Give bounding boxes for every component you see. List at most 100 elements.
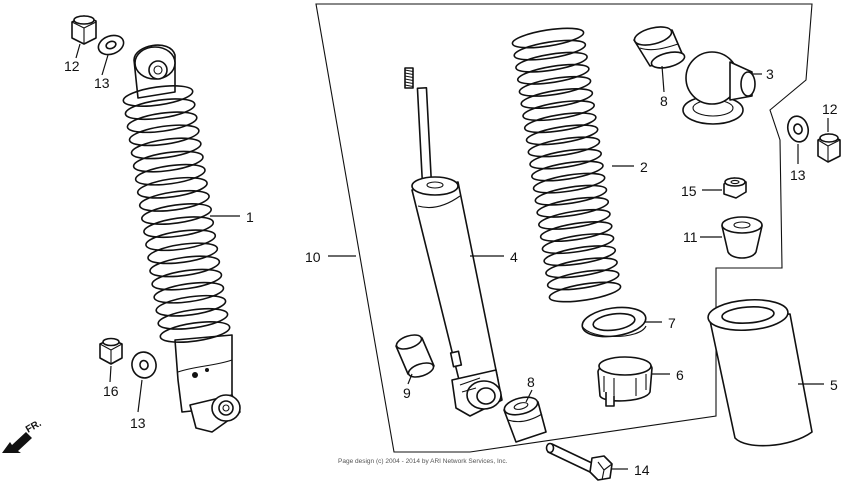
- leader-13-bottom-left: [137, 379, 143, 413]
- coil-turn: [522, 100, 595, 122]
- coil-turn: [531, 160, 604, 182]
- coil-turn: [527, 136, 601, 158]
- coil-turn: [518, 75, 592, 97]
- leader-9: [407, 373, 413, 385]
- callout-8-bottom: 8: [527, 374, 535, 390]
- callout-11: 11: [683, 229, 698, 245]
- callout-1: 1: [246, 209, 254, 225]
- callout-2: 2: [640, 159, 648, 175]
- part-8-bushing-bottom[interactable]: [503, 394, 547, 443]
- part-1-shock-assembly[interactable]: [122, 44, 241, 433]
- coil-turn: [511, 27, 585, 49]
- leader-16: [109, 365, 112, 383]
- coil-turn: [143, 216, 215, 239]
- coil-turn: [155, 294, 227, 317]
- coil-turn: [147, 242, 219, 265]
- part-2-coil-spring[interactable]: [511, 24, 622, 305]
- callout-14: 14: [634, 462, 650, 478]
- callout-13-top-left: 13: [94, 75, 110, 91]
- coil-turn: [141, 203, 212, 225]
- callout-5: 5: [830, 377, 838, 393]
- coil-turn: [523, 112, 597, 134]
- coil-turn: [151, 268, 223, 291]
- coil-turn: [149, 255, 221, 278]
- callout-13-bottom-left: 13: [130, 415, 146, 431]
- part-16-nut[interactable]: [99, 337, 123, 365]
- coil-turn: [529, 148, 602, 170]
- coil-turn: [157, 307, 229, 330]
- part-4-damper[interactable]: [404, 67, 503, 417]
- callout-15: 15: [681, 183, 697, 199]
- callout-13-right: 13: [790, 167, 806, 183]
- coil-turn: [520, 87, 594, 110]
- coil-turn: [525, 124, 599, 146]
- coil-turn: [138, 189, 210, 212]
- part-8-bushing-top[interactable]: [633, 24, 687, 71]
- part-13-washer-top-left[interactable]: [96, 32, 127, 58]
- callout-10: 10: [305, 249, 321, 265]
- coil-turn: [532, 172, 606, 194]
- coil-turn: [126, 111, 198, 134]
- part-14-bolt[interactable]: [545, 442, 613, 481]
- part-6-stopper[interactable]: [597, 356, 653, 407]
- arrow-icon: [2, 432, 32, 453]
- coil-turn: [545, 257, 618, 279]
- coil-turn: [145, 229, 217, 252]
- thread-line: [404, 72, 414, 76]
- part-3-upper-mount[interactable]: [682, 51, 756, 125]
- copyright-notice: Page design (c) 2004 - 2014 by ARI Netwo…: [338, 458, 508, 465]
- spring-coils: [511, 27, 622, 303]
- callout-6: 6: [676, 367, 684, 383]
- leader-12-left: [75, 43, 81, 59]
- part-12-nut-left[interactable]: [71, 15, 97, 45]
- part-9-collar[interactable]: [395, 332, 435, 379]
- callout-9: 9: [403, 385, 411, 401]
- part-13-washer-right[interactable]: [785, 114, 811, 144]
- part-12-nut-right[interactable]: [817, 133, 841, 163]
- callout-12-right: 12: [822, 101, 838, 117]
- direction-label: FR.: [24, 418, 44, 436]
- coil-turn: [543, 245, 617, 267]
- part-5-dust-cover[interactable]: [707, 297, 813, 447]
- part-15-nut[interactable]: [723, 177, 747, 199]
- coil-turn: [538, 208, 611, 230]
- coil-turn: [132, 150, 204, 173]
- thread-line: [404, 75, 414, 79]
- callout-7: 7: [668, 315, 676, 331]
- part-11-rubber-bushing[interactable]: [721, 216, 763, 259]
- coil-turn: [539, 220, 613, 243]
- coil-turn: [122, 85, 194, 107]
- leader-8-top: [661, 65, 665, 93]
- coil-turn: [516, 63, 590, 85]
- coil-turn: [128, 124, 200, 147]
- callout-4: 4: [510, 249, 518, 265]
- coil-turn: [548, 281, 622, 303]
- thread-line: [404, 78, 414, 82]
- rod-threads: [404, 69, 414, 88]
- coil-turn: [159, 321, 231, 343]
- coil-turn: [130, 137, 202, 160]
- callout-12-left: 12: [64, 58, 80, 74]
- coil-turn: [136, 176, 208, 199]
- thread-line: [404, 69, 414, 73]
- leader-13-top-left: [101, 54, 109, 76]
- callout-8-top: 8: [660, 93, 668, 109]
- part-13-washer-bottom-left[interactable]: [129, 349, 159, 380]
- coil-turn: [515, 51, 588, 73]
- coil-turn: [541, 233, 615, 255]
- coil-turn: [513, 39, 587, 61]
- direction-arrow: FR.: [2, 418, 44, 453]
- part-7-spring-seat[interactable]: [580, 304, 647, 341]
- coil-turn: [536, 196, 610, 218]
- shock-spring-coils: [122, 85, 231, 343]
- coil-turn: [153, 281, 225, 304]
- part-10-kit-outline[interactable]: [315, 3, 813, 453]
- coil-turn: [546, 269, 620, 291]
- thread-line: [404, 84, 414, 88]
- coil-turn: [124, 98, 196, 121]
- callout-16: 16: [103, 383, 119, 399]
- coil-turn: [134, 163, 206, 186]
- thread-line: [404, 81, 414, 85]
- coil-turn: [534, 184, 608, 206]
- callout-3: 3: [766, 66, 774, 82]
